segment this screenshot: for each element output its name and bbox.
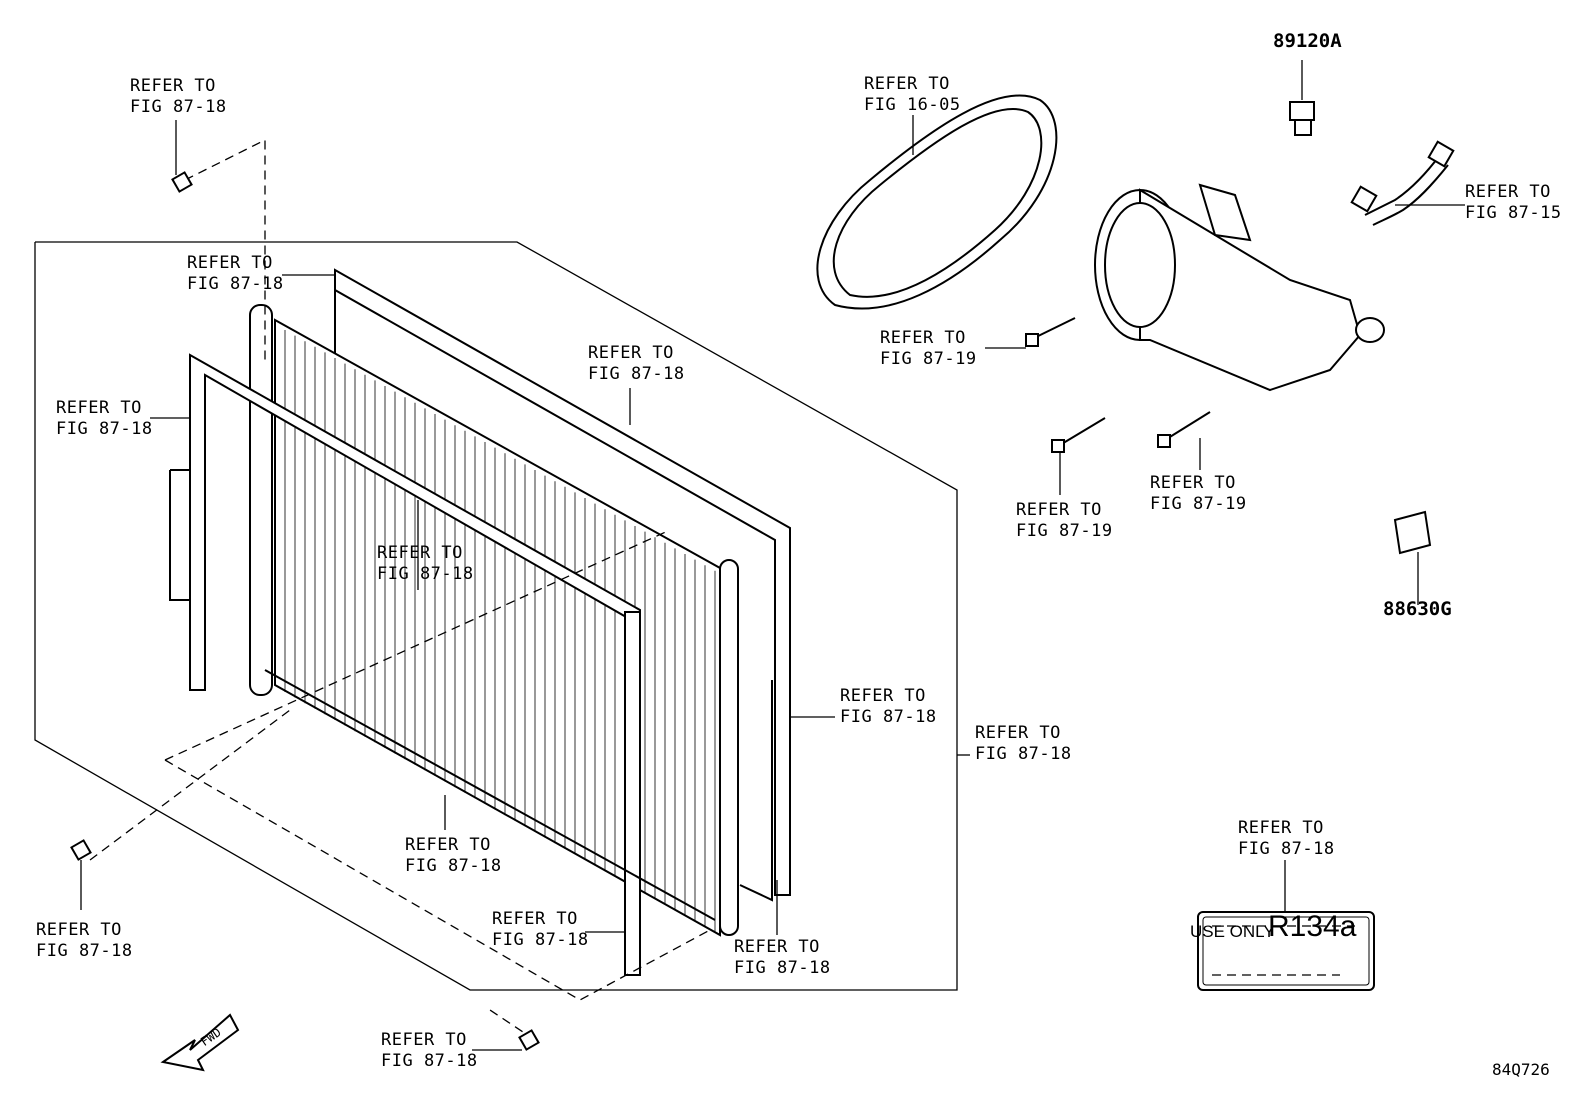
dashed-guide-left (89, 709, 291, 861)
compressor-bolt-3 (1157, 411, 1211, 448)
bolt-bottom-icon (518, 1029, 540, 1051)
relay-icon (1393, 510, 1432, 605)
compressor (1094, 183, 1385, 392)
compressor-bolt-2 (1051, 417, 1106, 453)
pressure-switch-icon (1289, 60, 1315, 136)
bolt-top-icon (171, 171, 193, 193)
front-seal-frame (169, 353, 716, 976)
dashed-guide-mid (164, 529, 671, 761)
figure-reference: 84Q726 (1492, 1060, 1550, 1079)
dashed-guide-bottom (489, 1009, 536, 1041)
rear-seal-frame (334, 268, 791, 902)
part-number-relay: 88630G (1383, 598, 1452, 620)
compressor-bolt-1 (1025, 317, 1076, 347)
caution-label-small-text: USE ONLY (1190, 922, 1275, 941)
dashed-guide-low (164, 759, 711, 1001)
drive-belt (816, 94, 1058, 310)
hose-icon (1350, 140, 1465, 226)
caution-label-icon (1197, 860, 1375, 991)
bolt-left-icon (70, 839, 92, 861)
assembly-boundary (34, 241, 958, 991)
part-number-switch: 89120A (1273, 30, 1342, 52)
caution-label-big-text: R134a (1268, 910, 1357, 943)
fwd-arrow-icon (160, 1013, 240, 1072)
